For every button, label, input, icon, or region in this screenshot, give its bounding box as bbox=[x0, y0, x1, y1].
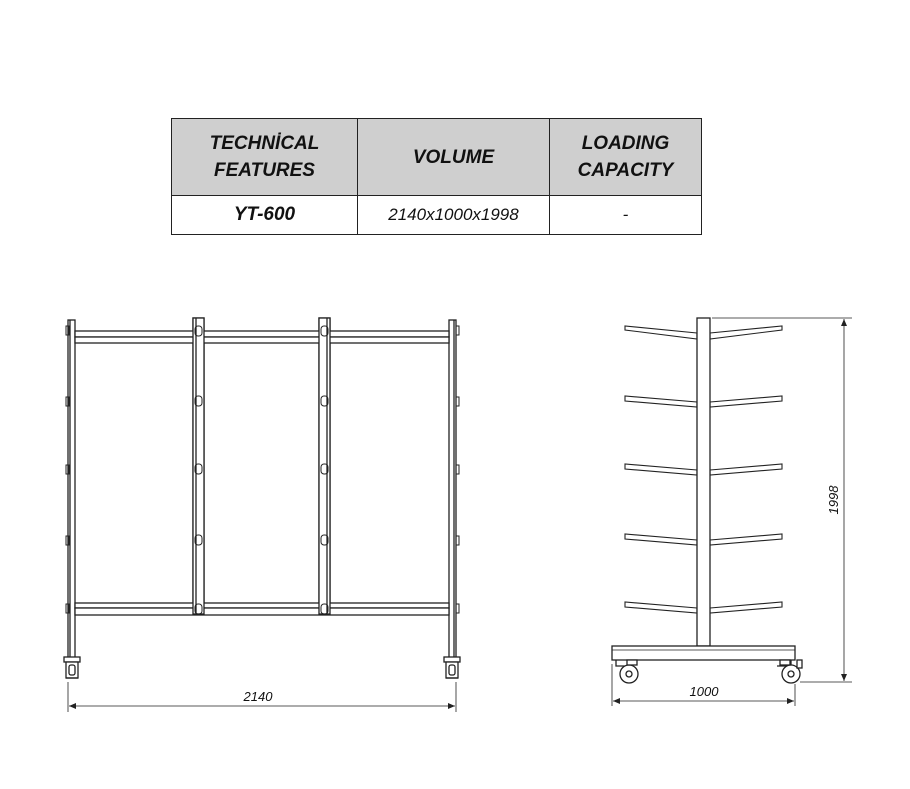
cell-volume: 2140x1000x1998 bbox=[357, 195, 550, 235]
side-left-caster bbox=[615, 659, 639, 684]
cell-capacity: - bbox=[549, 195, 702, 235]
header-technical-features: TECHNİCAL FEATURES bbox=[171, 118, 358, 196]
header-technical-features-line1: TECHNİCAL bbox=[209, 133, 320, 154]
front-right-post bbox=[448, 319, 457, 661]
header-loading-capacity: LOADING CAPACITY bbox=[549, 118, 702, 196]
header-loading-capacity-line2: CAPACITY bbox=[577, 160, 674, 181]
front-view bbox=[63, 317, 461, 679]
header-volume: VOLUME bbox=[357, 118, 550, 196]
front-top-bar bbox=[74, 330, 450, 344]
front-post-notches bbox=[65, 325, 460, 614]
header-loading-capacity-line1: LOADING bbox=[581, 133, 670, 154]
front-width-label: 2140 bbox=[243, 689, 274, 704]
front-post-clips bbox=[194, 325, 329, 615]
side-right-caster bbox=[777, 659, 803, 684]
cell-model: YT-600 bbox=[171, 195, 358, 235]
side-center-post bbox=[696, 317, 711, 647]
header-volume-label: VOLUME bbox=[412, 146, 495, 168]
side-base bbox=[611, 645, 796, 661]
height-label: 1998 bbox=[826, 485, 841, 515]
height-dimension bbox=[712, 317, 852, 683]
front-bottom-bar bbox=[74, 602, 450, 616]
front-left-caster bbox=[63, 656, 81, 679]
side-depth-label: 1000 bbox=[690, 684, 720, 699]
technical-features-table: TECHNİCAL FEATURES VOLUME LOADING CAPACI… bbox=[171, 118, 702, 235]
side-depth-dimension bbox=[611, 664, 796, 706]
side-arms bbox=[624, 325, 783, 614]
table-row: YT-600 2140x1000x1998 - bbox=[171, 195, 702, 235]
table-header-row: TECHNİCAL FEATURES VOLUME LOADING CAPACI… bbox=[171, 118, 702, 196]
front-width-dimension bbox=[67, 682, 457, 712]
side-view bbox=[611, 317, 803, 684]
header-technical-features-line2: FEATURES bbox=[214, 160, 315, 181]
front-right-caster bbox=[443, 656, 461, 679]
